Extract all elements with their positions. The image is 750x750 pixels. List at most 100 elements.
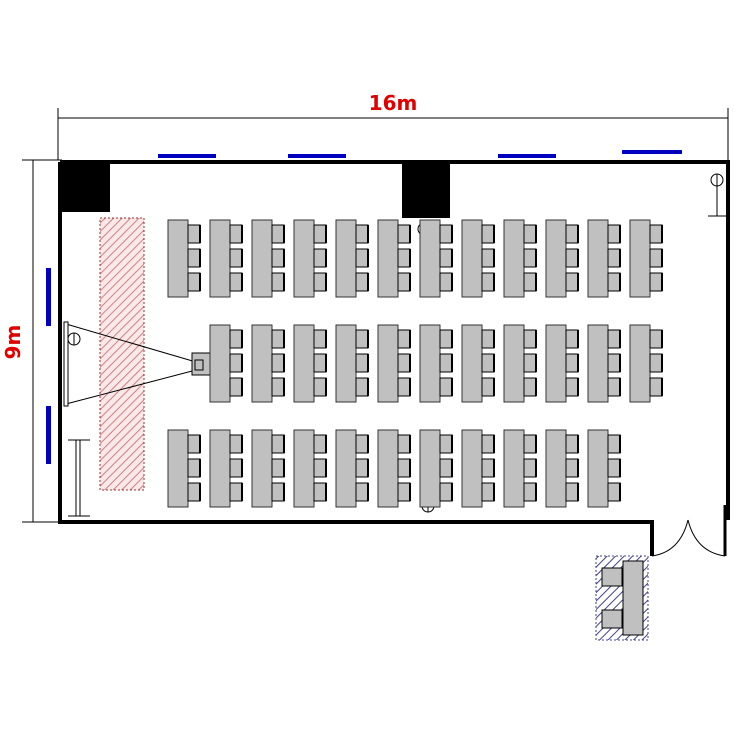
chair [229,272,243,292]
chair [439,353,453,373]
desk-table [209,219,231,298]
desk [251,219,285,298]
chair [607,458,621,478]
desk [629,219,663,298]
desk-table [209,429,231,508]
chair [523,224,537,244]
chair [229,377,243,397]
chair [187,458,201,478]
chair [397,248,411,268]
desk-table [251,429,273,508]
chair [187,434,201,454]
chair [397,377,411,397]
stage-area [99,217,145,491]
chair [229,224,243,244]
desk-table [587,429,609,508]
chair [355,224,369,244]
chair [229,434,243,454]
chair [649,248,663,268]
desk [335,429,369,508]
desk [545,324,579,403]
chair [355,248,369,268]
desk-table [167,429,189,508]
chair [313,224,327,244]
chair [481,353,495,373]
chair [355,353,369,373]
desk [587,429,621,508]
desk-table [335,429,357,508]
chair [523,458,537,478]
desk-table [545,429,567,508]
desk-table [461,324,483,403]
desk-table [335,219,357,298]
lectern [68,439,90,517]
chair [439,482,453,502]
desk-layout [167,219,663,508]
chair [439,224,453,244]
chair [481,434,495,454]
desk-table [503,324,525,403]
width-dimension: 16m [57,91,729,160]
desk [209,324,243,403]
front-row [167,219,663,298]
chair [355,434,369,454]
desk [545,429,579,508]
chair [523,377,537,397]
chair [271,377,285,397]
chair [229,248,243,268]
chair [607,329,621,349]
double-door[interactable] [651,519,726,557]
chair [397,434,411,454]
chair [271,458,285,478]
desk [503,324,537,403]
chair [187,248,201,268]
chair [439,458,453,478]
desk [209,429,243,508]
desk [293,429,327,508]
chair [565,272,579,292]
chair [313,353,327,373]
desk-table [377,429,399,508]
chair [565,353,579,373]
desk [251,324,285,403]
desk-table [167,219,189,298]
projector [65,323,211,405]
chair [355,377,369,397]
chair [481,248,495,268]
chair [229,353,243,373]
chair [229,458,243,478]
chair [481,458,495,478]
chair [313,329,327,349]
desk [377,219,411,298]
chair [481,329,495,349]
chair [187,224,201,244]
desk-table [503,219,525,298]
reception-desk [595,555,649,641]
desk-table [461,429,483,508]
chair [649,224,663,244]
desk-table [419,324,441,403]
chair [271,248,285,268]
chair [607,482,621,502]
chair [271,434,285,454]
desk [209,219,243,298]
desk [461,219,495,298]
chair [481,482,495,502]
chair [313,482,327,502]
desk-table [293,429,315,508]
windows [46,150,682,464]
walls [58,160,730,556]
chair [397,224,411,244]
chair [523,482,537,502]
back-row [167,429,621,508]
chair [607,434,621,454]
chair [313,248,327,268]
chair [313,434,327,454]
chair [523,272,537,292]
chair [607,224,621,244]
desk-table [503,429,525,508]
reception-chair [601,609,623,629]
chair [439,272,453,292]
